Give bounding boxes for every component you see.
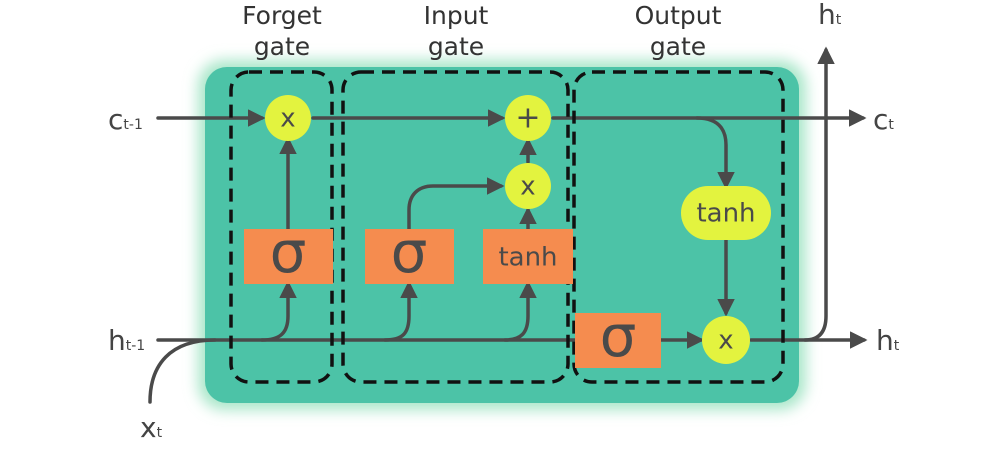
cell-state-to-tanh-line [695,116,735,190]
input-gate-label-line-1: Input [424,1,489,30]
input-sigma-to-multiply-line [407,177,505,231]
forget-sigma-label: σ [270,218,307,286]
output-tanh-pill [681,186,771,240]
candidate-feed-line [503,280,537,342]
h-prev-label: ht-1 [108,324,145,357]
output-gate-region [572,70,785,384]
input-multiply-label: x [520,172,535,202]
output-tanh-label: tanh [696,199,755,229]
output-gate-label-line-1: Output [635,1,722,30]
c-prev-label: ct-1 [108,103,143,136]
forget-gate-label-line-1: Forget [242,1,322,30]
input-sigma-label: σ [391,218,428,286]
forget-multiply-node [265,95,311,141]
input-sigma-feed-line [383,280,418,342]
h-out-right-label: ht [876,324,900,357]
output-gate-label-line-2: gate [650,32,706,61]
input-gate-label-line-2: gate [428,32,484,61]
output-sigma-label: σ [600,302,637,370]
forget-gate-region [229,70,334,384]
input-sigma-box [365,229,454,284]
candidate-tanh-box [483,229,573,284]
x-input-label: xt [140,411,163,444]
candidate-tanh-label: tanh [498,243,557,273]
forget-gate-label-line-2: gate [254,32,310,61]
output-multiply-node [702,316,750,364]
h-out-top-label: ht [818,0,842,31]
output-multiply-label: x [718,326,733,356]
input-gate-region [341,70,570,384]
forget-sigma-box [244,229,333,284]
hidden-output-up-line [803,46,835,342]
forget-multiply-label: x [280,104,295,134]
input-add-node [505,95,551,141]
output-sigma-box [575,313,661,368]
input-add-label: + [515,101,540,136]
input-multiply-node [505,163,551,209]
c-out-label: ct [873,103,894,136]
forget-sigma-feed-line [260,280,297,342]
